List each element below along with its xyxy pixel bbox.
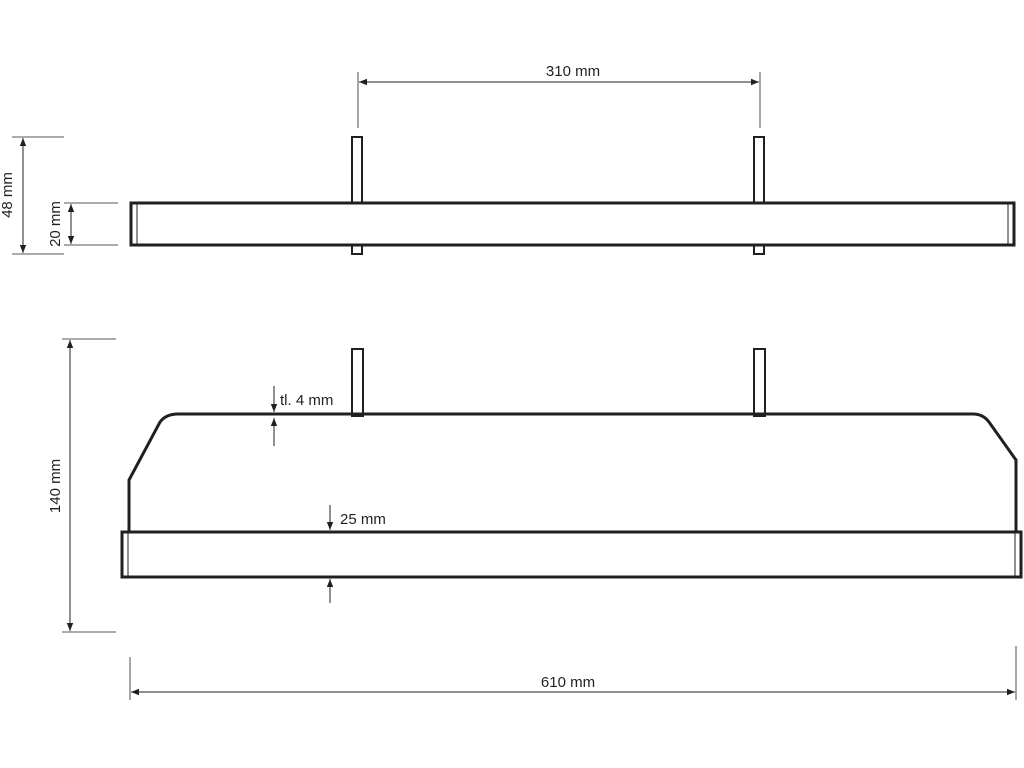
- height48-dimension-label: 48 mm: [0, 172, 16, 218]
- depth140-dimension-label: 140 mm: [47, 459, 64, 513]
- top-view-left-post: [351, 136, 363, 255]
- side-view-body: [127, 412, 1018, 532]
- span-dimension-label: 310 mm: [546, 63, 600, 80]
- side-view: tl. 4 mm 25 mm 140 mm 610 mm: [47, 338, 1023, 700]
- side-view-front-bar: [120, 530, 1023, 579]
- height20-dimension-label: 20 mm: [47, 201, 64, 247]
- top-view-bar: [129, 201, 1016, 247]
- bar25-label: 25 mm: [340, 511, 386, 528]
- width610-dimension-label: 610 mm: [541, 674, 595, 691]
- thickness-label: tl. 4 mm: [280, 392, 333, 409]
- top-view-right-post: [753, 136, 765, 255]
- side-view-left-post: [351, 348, 364, 417]
- side-view-right-post: [753, 348, 766, 417]
- top-view: 310 mm 48 mm 20 mm: [0, 63, 1016, 255]
